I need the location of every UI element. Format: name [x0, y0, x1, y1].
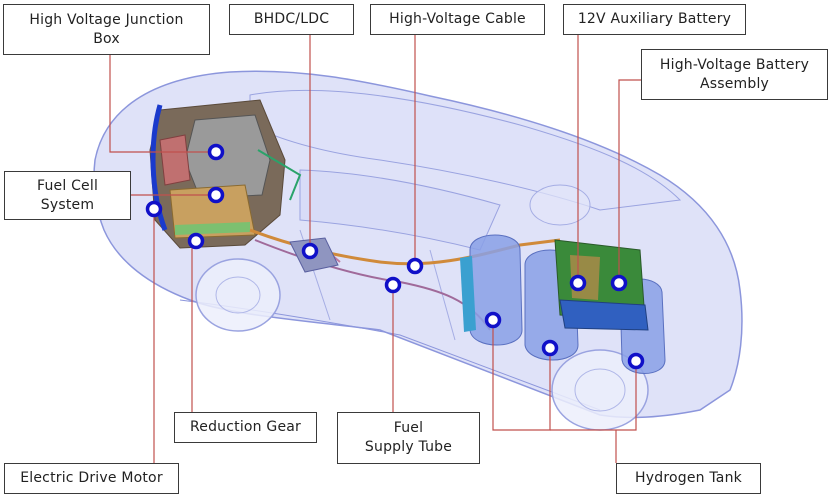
label-aux-battery: 12V Auxiliary Battery: [563, 4, 746, 35]
leader-hv-junction-box: [109, 55, 216, 153]
front-left-wheel: [195, 258, 281, 332]
label-hv-cable: High-Voltage Cable: [370, 4, 545, 35]
marker-bhdc-ldc: [301, 242, 319, 260]
label-hv-battery: High-Voltage Battery Assembly: [641, 49, 828, 100]
rear-right-wheel: [529, 184, 591, 226]
leader-hv-battery: [618, 79, 641, 283]
marker-tank-3: [627, 352, 645, 370]
markers: [145, 143, 645, 370]
label-fuel-cell: Fuel Cell System: [4, 171, 131, 220]
label-reduction-gear: Reduction Gear: [174, 412, 317, 443]
leader-tank-2: [550, 361, 637, 431]
leader-lines: [109, 35, 641, 463]
marker-tank-2: [541, 339, 559, 357]
marker-aux-battery: [569, 274, 587, 292]
marker-fuel-cell: [207, 186, 225, 204]
marker-hv-cable: [406, 257, 424, 275]
marker-fuel-supply-tube: [384, 276, 402, 294]
label-bhdc-ldc: BHDC/LDC: [229, 4, 354, 35]
label-drive-motor: Electric Drive Motor: [4, 463, 179, 494]
label-hv-junction-box: High Voltage Junction Box: [3, 4, 210, 55]
battery-assembly: [554, 239, 649, 331]
leader-tank-1: [492, 320, 551, 431]
marker-reduction-gear: [187, 232, 205, 250]
marker-drive-motor: [145, 200, 163, 218]
label-fuel-supply-tube: Fuel Supply Tube: [337, 412, 480, 464]
marker-hv-junction-box: [207, 143, 225, 161]
marker-hv-battery: [610, 274, 628, 292]
marker-tank-1: [484, 311, 502, 329]
label-hydrogen-tank: Hydrogen Tank: [616, 463, 761, 494]
fuel-cell-module: [149, 99, 302, 249]
